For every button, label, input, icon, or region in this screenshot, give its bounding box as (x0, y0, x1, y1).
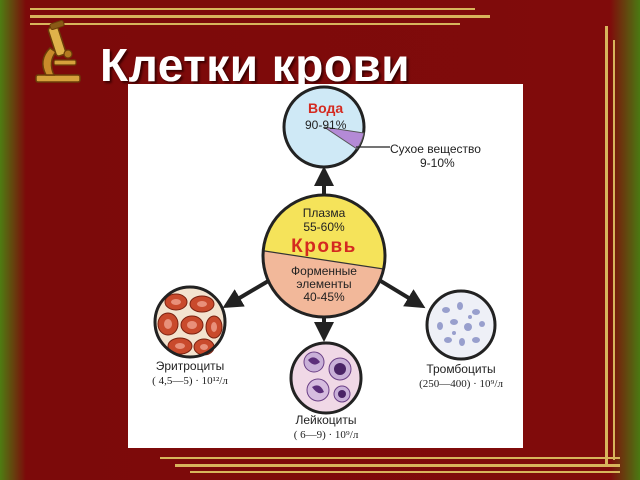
top-rule-1 (30, 8, 475, 10)
thrombocytes-circle (425, 289, 497, 361)
formed-elements-label-1: Форменные (291, 264, 357, 278)
plasma-label: Плазма (303, 206, 346, 220)
erythrocytes-count: ( 4,5—5) · 10¹²/л (152, 375, 228, 387)
leukocytes-circle (289, 341, 363, 415)
diagram-panel: Вода 90-91% Сухое вещество 9-10% Плазма … (128, 84, 523, 448)
dry-matter-label: Сухое вещество (390, 142, 481, 156)
bottom-rule-2 (175, 464, 620, 467)
leukocytes-label: Лейкоциты (295, 413, 356, 427)
bottom-rule-1 (160, 457, 620, 459)
erythrocytes-label: Эритроциты (156, 359, 225, 373)
erythrocytes-circle (153, 285, 227, 359)
water-circle (282, 85, 390, 169)
arrow-to-thrombocytes (377, 278, 426, 309)
right-rule-1 (605, 26, 608, 466)
top-rule-3 (30, 23, 460, 25)
slide-title: Клетки крови (100, 39, 411, 91)
bottom-rule-3 (190, 471, 620, 473)
arrow-to-erythrocytes (222, 278, 272, 309)
plasma-value: 55-60% (303, 220, 345, 234)
right-rule-2 (613, 40, 615, 460)
microscope-icon (35, 20, 81, 83)
top-rule-2 (30, 15, 490, 18)
blood-center-circle (261, 193, 387, 319)
dry-matter-slice (323, 126, 365, 150)
dry-matter-value: 9-10% (420, 156, 455, 170)
leukocytes-count: ( 6—9) · 10⁹/л (294, 429, 359, 441)
formed-elements-value: 40-45% (303, 290, 345, 304)
blood-composition-diagram: Вода 90-91% Сухое вещество 9-10% Плазма … (152, 85, 503, 441)
water-label: Вода (308, 100, 343, 116)
water-value: 90-91% (305, 118, 347, 132)
blood-title: Кровь (291, 236, 357, 257)
thrombocytes-count: (250—400) · 10⁹/л (419, 378, 503, 390)
formed-elements-label-2: элементы (296, 277, 351, 291)
thrombocytes-label: Тромбоциты (426, 362, 495, 376)
